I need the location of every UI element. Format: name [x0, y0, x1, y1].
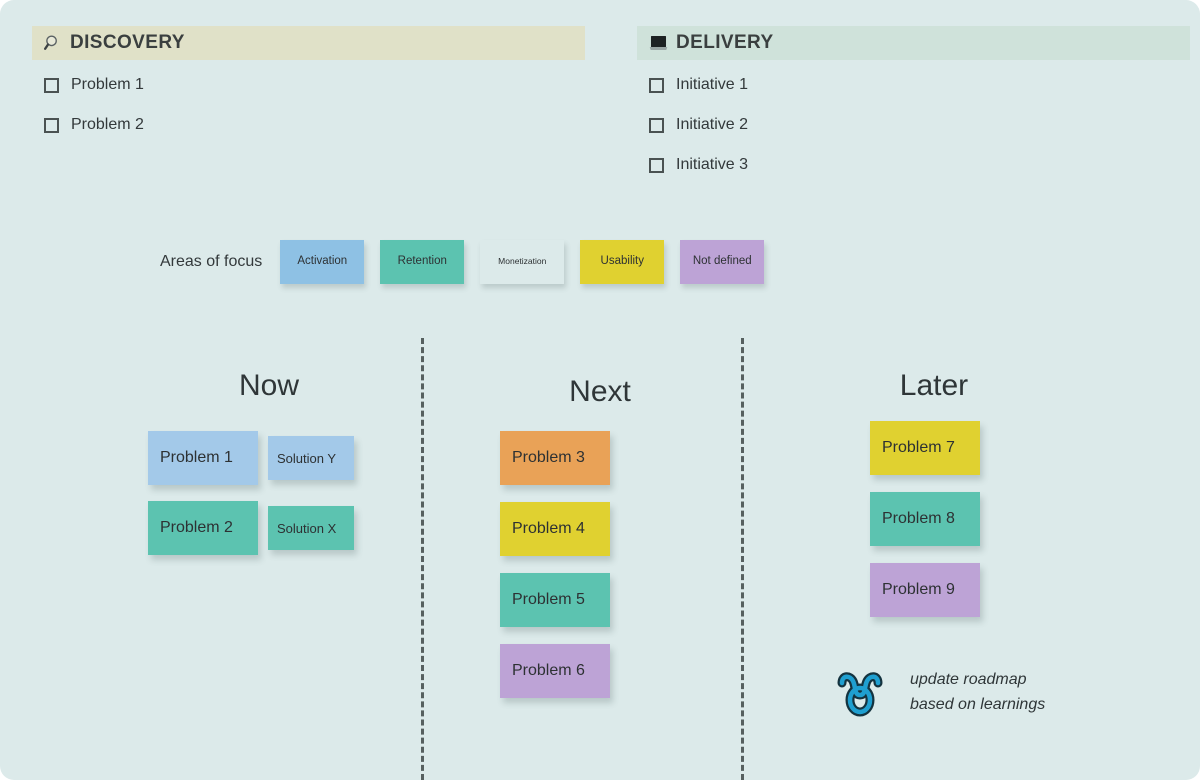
problem-note-label: Problem 1 [160, 449, 233, 466]
note-row: Problem 9 [870, 563, 1060, 617]
discovery-item-label: Problem 2 [71, 116, 144, 133]
focus-note-label: Activation [297, 255, 348, 268]
delivery-checklist: Initiative 1 Initiative 2 Initiative 3 [649, 72, 748, 192]
discovery-item-label: Problem 1 [71, 76, 144, 93]
discovery-title: DISCOVERY [70, 32, 185, 53]
problem-note-label: Problem 5 [512, 591, 585, 608]
note-row: Problem 3 [500, 431, 730, 485]
checkbox-icon[interactable] [649, 157, 664, 173]
note-row: Problem 4 [500, 502, 730, 556]
focus-note-label: Not defined [692, 255, 752, 268]
note-row: Problem 8 [870, 492, 1060, 546]
problem-note-label: Problem 7 [882, 439, 955, 456]
discovery-checklist: Problem 1 Problem 2 [44, 72, 144, 152]
delivery-item-1[interactable]: Initiative 2 [649, 112, 748, 138]
discovery-item-0[interactable]: Problem 1 [44, 72, 144, 98]
problem-note-label: Problem 8 [882, 510, 955, 527]
delivery-item-0[interactable]: Initiative 1 [649, 72, 748, 98]
delivery-item-label: Initiative 1 [676, 76, 749, 93]
focus-note-label: Monetization [498, 256, 547, 267]
problem-note[interactable]: Problem 1 [148, 431, 258, 485]
column-now-notes: Problem 1 Solution Y Problem 2 Solution X [120, 431, 410, 555]
problem-note-label: Problem 4 [512, 520, 585, 537]
solution-note[interactable]: Solution X [268, 506, 354, 550]
discovery-item-1[interactable]: Problem 2 [44, 112, 144, 138]
problem-note[interactable]: Problem 3 [500, 431, 610, 485]
solution-note-label: Solution X [277, 520, 337, 536]
problem-note[interactable]: Problem 9 [870, 563, 980, 617]
column-divider-1 [421, 338, 424, 780]
checkbox-icon[interactable] [44, 117, 59, 133]
problem-note[interactable]: Problem 7 [870, 421, 980, 475]
delivery-item-2[interactable]: Initiative 3 [649, 152, 748, 178]
laptop-icon [649, 35, 668, 52]
column-now: Now Problem 1 Solution Y Problem 2 Solution… [120, 365, 410, 571]
focus-note-0[interactable]: Activation [280, 240, 365, 284]
column-later-title: Later [899, 369, 969, 402]
focus-note-label: Retention [397, 255, 447, 268]
problem-note[interactable]: Problem 6 [500, 644, 610, 698]
delivery-header: DELIVERY [637, 26, 1190, 60]
problem-note[interactable]: Problem 5 [500, 573, 610, 627]
solution-note-label: Solution Y [277, 450, 337, 466]
focus-note-1[interactable]: Retention [380, 240, 465, 284]
focus-note-4[interactable]: Not defined [680, 240, 765, 284]
note-row: Problem 7 [870, 421, 1060, 475]
problem-note-label: Problem 2 [160, 519, 233, 536]
note-row: Problem 2 Solution X [148, 501, 410, 555]
note-row: Problem 1 Solution Y [148, 431, 410, 485]
roadmap-annotation: update roadmap based on learnings [834, 668, 1045, 718]
problem-note-label: Problem 9 [882, 581, 955, 598]
delivery-title: DELIVERY [676, 32, 774, 53]
areas-of-focus: Areas of focus Activation Retention Moneti… [160, 240, 765, 284]
delivery-item-label: Initiative 3 [676, 156, 749, 173]
column-next-title: Next [569, 375, 631, 408]
problem-note[interactable]: Problem 2 [148, 501, 258, 555]
annotation-text: update roadmap based on learnings [910, 671, 1046, 713]
focus-note-label: Usability [600, 255, 645, 268]
checkbox-icon[interactable] [649, 77, 664, 93]
problem-note-label: Problem 3 [512, 449, 585, 466]
discovery-header: DISCOVERY [32, 26, 585, 60]
focus-note-2[interactable]: Monetization [480, 240, 564, 284]
problem-note[interactable]: Problem 4 [500, 502, 610, 556]
note-row: Problem 5 [500, 573, 730, 627]
solution-note[interactable]: Solution Y [268, 436, 354, 480]
checkbox-icon[interactable] [44, 77, 59, 93]
checkbox-icon[interactable] [649, 117, 664, 133]
column-later: Later Problem 7 Problem 8 Problem 9 [760, 365, 1060, 634]
note-row: Problem 6 [500, 644, 730, 698]
magnifier-icon [44, 34, 62, 52]
focus-note-3[interactable]: Usability [580, 240, 665, 284]
column-next-notes: Problem 3 Problem 4 Problem 5 Problem 6 [440, 431, 730, 698]
delivery-item-label: Initiative 2 [676, 116, 749, 133]
column-divider-2 [741, 338, 744, 780]
areas-of-focus-notes: Activation Retention Monetization Usability… [280, 240, 765, 284]
column-now-title: Now [238, 369, 299, 402]
loop-cycle-icon [834, 669, 886, 717]
column-later-notes: Problem 7 Problem 8 Problem 9 [760, 421, 1060, 617]
problem-note-label: Problem 6 [512, 662, 585, 679]
areas-of-focus-label: Areas of focus [160, 253, 263, 270]
problem-note[interactable]: Problem 8 [870, 492, 980, 546]
